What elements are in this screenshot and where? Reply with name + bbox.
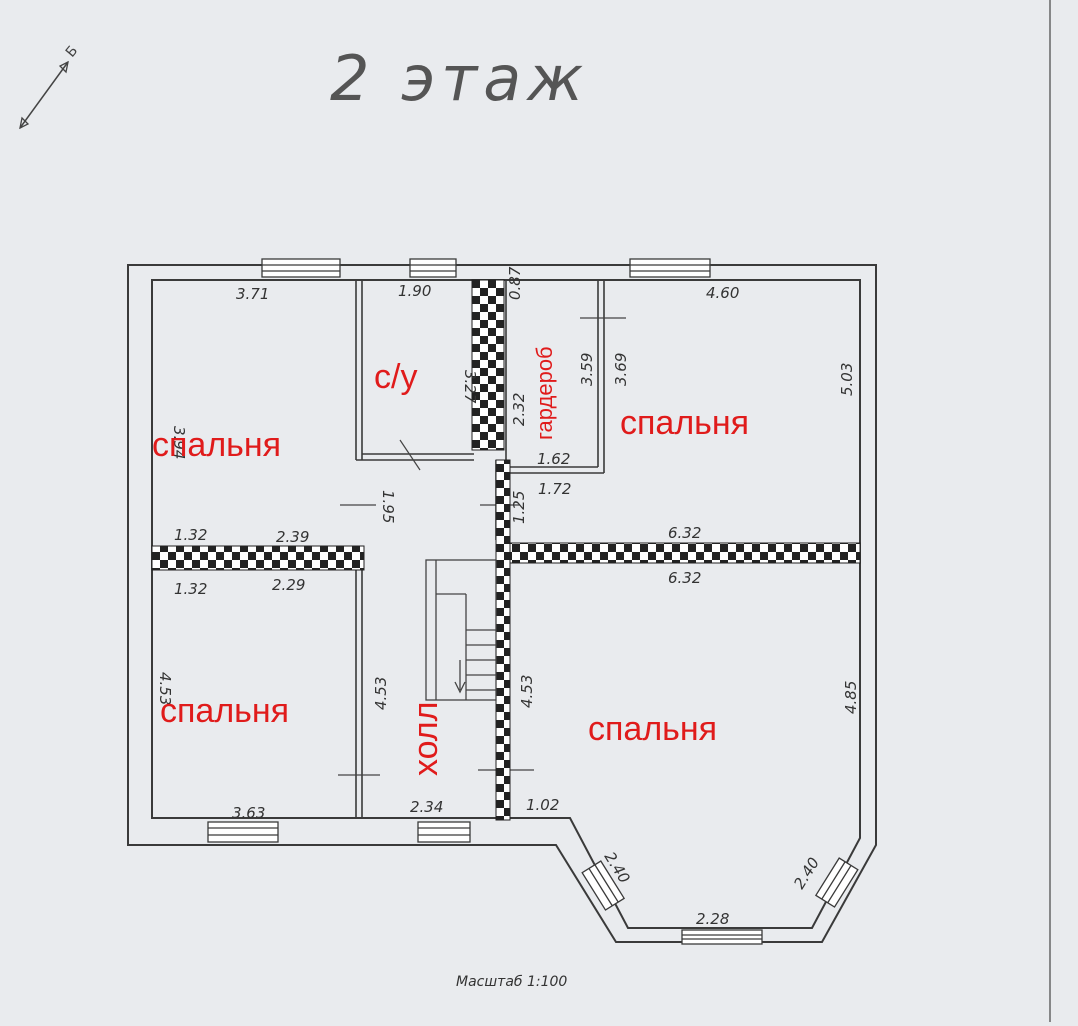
dim-label: 3.63 <box>232 804 265 822</box>
dim-label: 1.72 <box>538 480 571 498</box>
north-arrow: Б <box>19 43 81 130</box>
dim-label: 4.53 <box>372 677 390 710</box>
room-label-bedroom: спальня <box>152 426 281 464</box>
dim-label: 5.03 <box>838 363 856 396</box>
dim-label: 4.53 <box>156 672 174 705</box>
scale-label: Масштаб 1:100 <box>456 974 567 990</box>
dim-label: 1.25 <box>510 491 528 524</box>
room-labels: спальня с/у гардероб спальня спальня хол… <box>152 346 749 776</box>
windows <box>207 258 859 945</box>
interior-walls <box>355 280 605 818</box>
dim-label: 2.28 <box>696 910 729 928</box>
dim-label: 3.69 <box>612 353 630 386</box>
staircase <box>425 559 497 701</box>
dim-label: 4.85 <box>842 681 860 714</box>
room-label-wc: с/у <box>374 358 417 396</box>
dim-label: 3.94 <box>170 426 188 459</box>
dim-label: 2.32 <box>510 393 528 426</box>
north-label: Б <box>63 43 81 61</box>
dim-label: 3.27 <box>461 370 479 404</box>
dim-label: 3.59 <box>578 353 596 386</box>
dim-label: 2.39 <box>276 528 309 546</box>
dim-label: 4.53 <box>518 675 536 708</box>
plan-title: 2 этаж <box>330 42 589 115</box>
room-label-hall: холл <box>407 702 445 776</box>
dim-label: 0.87 <box>506 266 524 300</box>
room-label-bedroom: спальня <box>160 692 289 730</box>
room-label-bedroom: спальня <box>588 710 717 748</box>
dim-label: 2.40 <box>790 854 823 892</box>
dim-label: 3.71 <box>236 285 269 303</box>
dim-label: 2.34 <box>410 798 443 816</box>
dim-label: 2.29 <box>272 576 305 594</box>
dim-label: 1.62 <box>537 450 570 468</box>
dim-label: 1.95 <box>379 490 397 523</box>
room-label-wardrobe: гардероб <box>532 346 557 440</box>
dim-label: 1.32 <box>174 526 207 544</box>
dim-label: 1.32 <box>174 580 207 598</box>
dim-label: 6.32 <box>668 524 701 542</box>
dim-label: 1.90 <box>398 282 431 300</box>
brick-partitions <box>151 279 861 821</box>
room-label-bedroom: спальня <box>620 404 749 442</box>
dim-label: 1.02 <box>526 796 559 814</box>
dim-label: 6.32 <box>668 569 701 587</box>
dim-label: 4.60 <box>706 284 739 302</box>
